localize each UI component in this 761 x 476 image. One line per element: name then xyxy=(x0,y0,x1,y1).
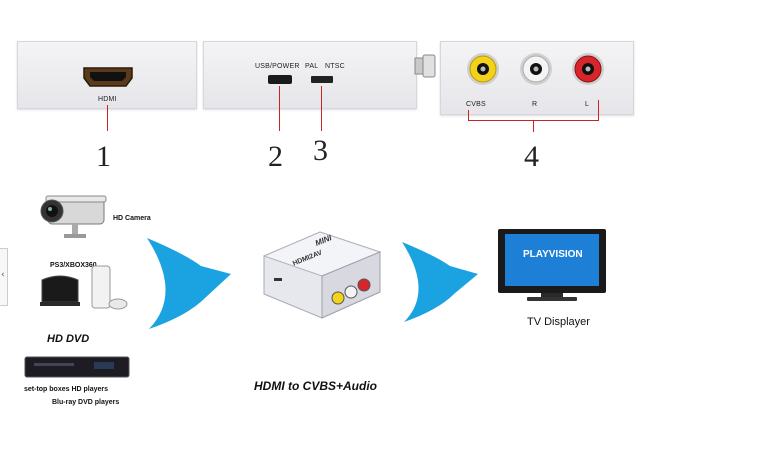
callout-number-3: 3 xyxy=(313,134,328,167)
converter-box-image xyxy=(256,222,386,322)
callout-line-2 xyxy=(279,86,280,131)
callout-line-4 xyxy=(533,120,534,132)
callout-number-2: 2 xyxy=(268,140,283,173)
usb-port-icon xyxy=(268,75,292,84)
hd-camera-label: HD Camera xyxy=(113,215,151,222)
arrow-right-icon-1 xyxy=(143,236,235,331)
console-label: PS3/XBOX360 xyxy=(50,262,97,269)
tv-displayer-label: TV Displayer xyxy=(527,316,590,328)
chevron-left-icon: ‹ xyxy=(1,270,5,280)
pal-label: PAL xyxy=(305,63,319,70)
rca-yellow-jack-icon xyxy=(466,52,500,91)
callout-line-1 xyxy=(107,105,108,131)
bracket-right xyxy=(598,100,599,120)
player-label-1: set-top boxes HD players xyxy=(24,386,109,393)
pal-ntsc-switch-icon xyxy=(311,76,333,83)
ntsc-label: NTSC xyxy=(325,63,345,70)
bracket-left xyxy=(468,110,469,120)
usb-power-label: USB/POWER xyxy=(255,63,300,70)
tv-screen-text: PLAYVISION xyxy=(523,249,583,260)
hdmi-port-icon xyxy=(82,66,134,88)
xbox360-console-image xyxy=(86,264,128,312)
hd-camera-image xyxy=(38,192,108,242)
cvbs-label: CVBS xyxy=(466,101,486,108)
coax-connector-icon xyxy=(414,52,436,80)
callout-number-1: 1 xyxy=(96,140,111,173)
usb-side-panel xyxy=(203,41,417,109)
hdmi-label: HDMI xyxy=(98,96,117,103)
tv-image xyxy=(497,228,607,304)
rca-red-jack-icon xyxy=(571,52,605,91)
rca-white-jack-icon xyxy=(519,52,553,91)
arrow-right-icon-2 xyxy=(398,240,480,324)
r-label: R xyxy=(532,101,538,108)
dvd-player-image xyxy=(24,355,130,379)
player-label-2: Blu-ray DVD players xyxy=(52,399,120,406)
hd-dvd-logo: HD DVD xyxy=(47,333,90,345)
side-scroll-tab[interactable]: ‹ xyxy=(0,248,8,306)
callout-number-4: 4 xyxy=(524,140,539,173)
callout-line-3 xyxy=(321,86,322,131)
ps3-console-image xyxy=(38,272,82,310)
diagram-caption: HDMI to CVBS+Audio xyxy=(254,379,377,393)
l-label: L xyxy=(585,101,590,108)
